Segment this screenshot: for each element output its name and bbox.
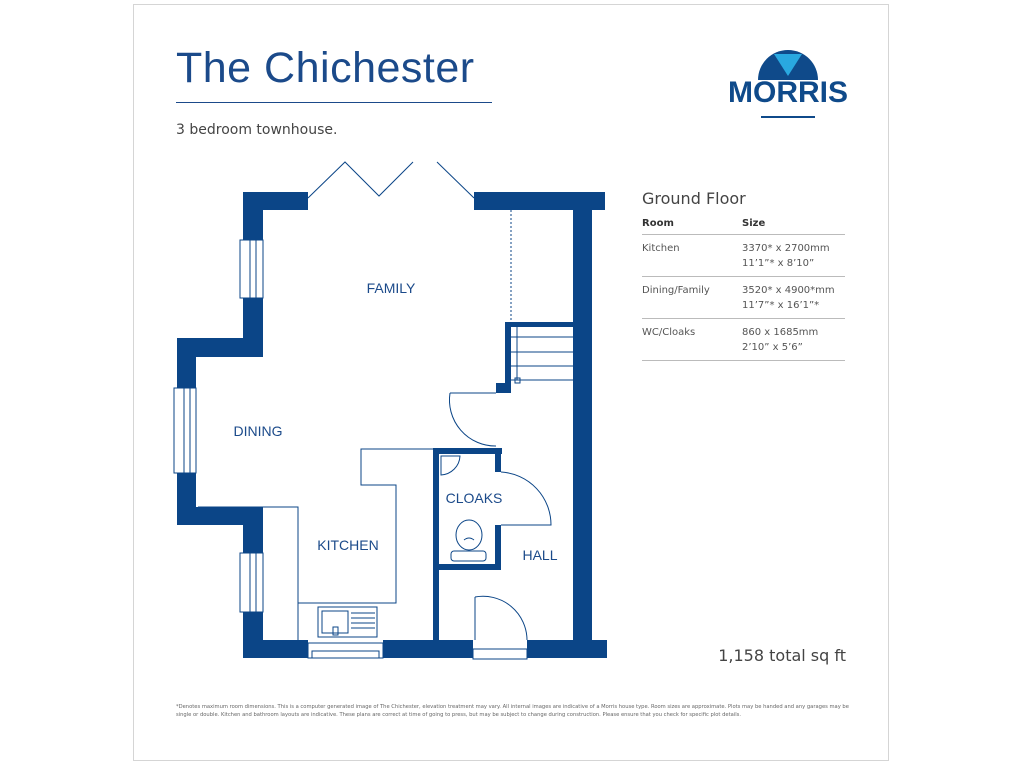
room-label-cloaks: CLOAKS — [446, 490, 503, 506]
walls — [177, 192, 607, 658]
title-divider — [176, 102, 492, 103]
windows — [173, 239, 528, 660]
room-label-kitchen: KITCHEN — [317, 537, 378, 553]
column-header: Room — [642, 216, 742, 235]
room-name: Dining/Family — [642, 276, 742, 319]
column-header: Size — [742, 216, 845, 235]
footnote: *Denotes maximum room dimensions. This i… — [176, 704, 849, 718]
subtitle: 3 bedroom townhouse. — [176, 122, 338, 138]
page-frame — [133, 4, 889, 761]
morris-logo: MORRIS — [726, 46, 850, 122]
logo-text: MORRIS — [728, 76, 848, 109]
logo-underline — [761, 116, 815, 118]
room-label-family: FAMILY — [367, 280, 416, 296]
page-title: The Chichester — [176, 44, 475, 92]
logo-arch-icon — [758, 50, 818, 80]
room-label-dining: DINING — [234, 423, 283, 439]
fixtures — [198, 161, 573, 641]
floor-heading: Ground Floor — [642, 189, 746, 208]
total-area: 1,158 total sq ft — [718, 646, 846, 665]
room-name: Kitchen — [642, 234, 742, 277]
room-name: WC/Cloaks — [642, 318, 742, 361]
room-label-hall: HALL — [522, 547, 557, 563]
